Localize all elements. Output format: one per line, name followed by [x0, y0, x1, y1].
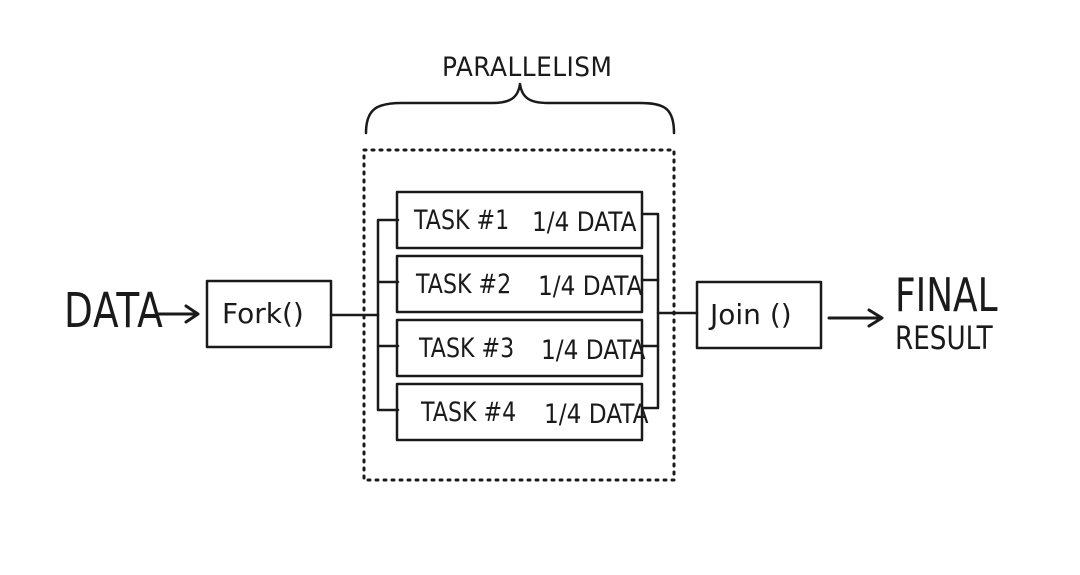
task-4-name: TASK #4 [421, 397, 517, 428]
task-1-share: 1/4 DATA [532, 207, 637, 238]
task-2-name: TASK #2 [416, 269, 512, 300]
join-box [695, 280, 823, 350]
task-3-name: TASK #3 [419, 333, 515, 364]
output-arrow-head [867, 308, 884, 328]
task-3-share: 1/4 DATA [541, 335, 646, 366]
input-label: DATA [64, 283, 164, 339]
task-box-1 [395, 190, 644, 250]
output-label-line1: FINAL [895, 268, 998, 322]
task-box-3 [395, 318, 644, 378]
fork-bracket [376, 218, 400, 412]
fork-label: Fork() [222, 297, 304, 330]
join-label: Join () [710, 298, 792, 331]
task-4-share: 1/4 DATA [544, 399, 649, 430]
parallelism-brace [364, 82, 676, 135]
output-label-line2: RESULT [895, 319, 993, 357]
task-box-4 [395, 382, 644, 442]
task-box-2 [395, 254, 644, 314]
task-1-name: TASK #1 [414, 205, 510, 236]
task-2-share: 1/4 DATA [538, 271, 643, 302]
parallel-region [362, 148, 676, 482]
diagram-title: PARALLELISM [442, 52, 613, 83]
join-bracket [640, 212, 660, 410]
input-arrow-head [184, 304, 200, 324]
